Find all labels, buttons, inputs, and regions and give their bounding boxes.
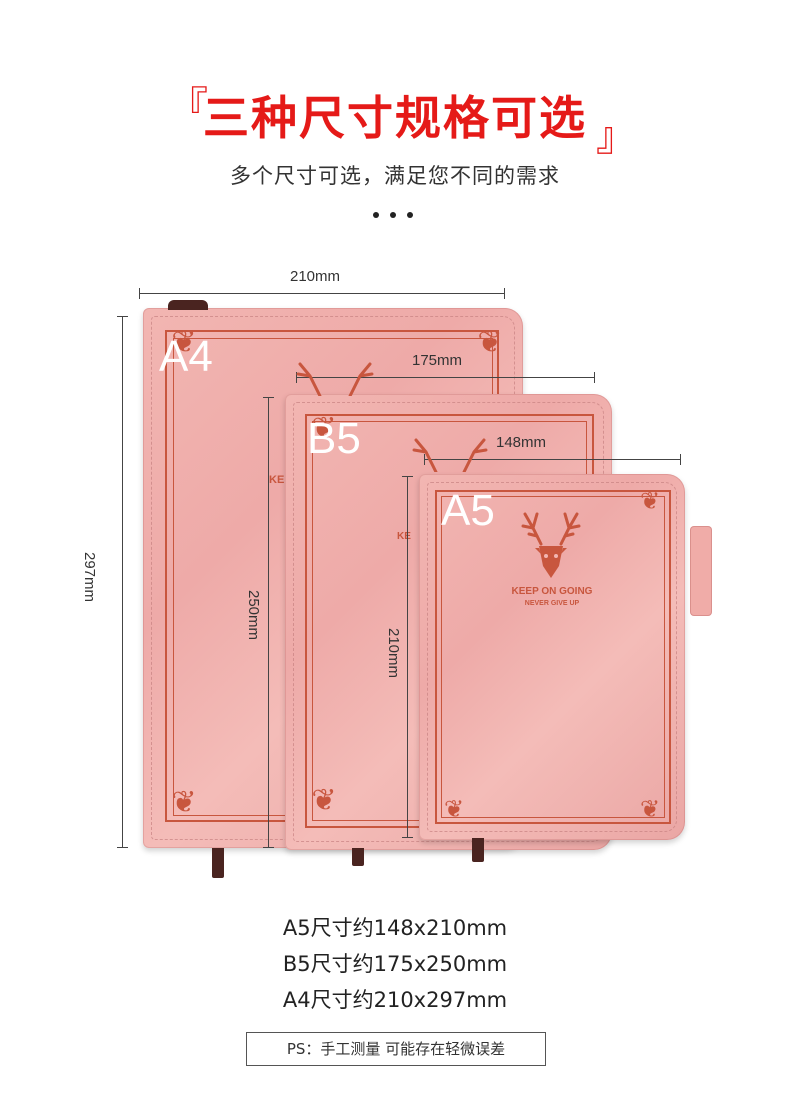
spec-a5: A5尺寸约148x210mm — [282, 916, 508, 940]
ellipsis-dots-icon — [373, 212, 417, 220]
a5-corner-ornament-icon: ❦ — [443, 795, 465, 823]
a4-bookmark-ribbon — [212, 848, 224, 878]
b5-height-line — [263, 397, 274, 848]
a5-corner-ornament-icon: ❦ — [639, 795, 661, 823]
b5-size-label: B5 — [307, 414, 361, 463]
title-bracket-left: 『 — [168, 84, 208, 130]
a5-bookmark-ribbon — [472, 838, 484, 862]
a4-width-label: 210mm — [290, 268, 341, 285]
a4-corner-ornament-icon: ❦ — [171, 785, 197, 820]
b5-width-label: 175mm — [412, 352, 463, 369]
a4-size-label: A4 — [159, 332, 213, 381]
a5-pen-strap — [690, 526, 712, 616]
b5-deer-head-icon — [296, 362, 374, 396]
a5-width-label: 148mm — [496, 434, 547, 451]
notebook-a5: ❦ ❦ ❦ KEEP ON GOING NEVER GIVE UP A5 — [419, 474, 685, 840]
title-bracket-right: 』 — [596, 114, 636, 160]
a5-size-label: A5 — [441, 486, 495, 535]
a5-cover-subtext: NEVER GIVE UP — [524, 600, 580, 607]
a5-corner-ornament-icon: ❦ — [639, 487, 661, 515]
size-specs: A5尺寸约148x210mm B5尺寸约175x250mm A4尺寸约210x2… — [0, 910, 790, 1018]
a5-cover-frame — [435, 490, 671, 824]
a5-cover-text: KEEP ON GOING — [511, 586, 593, 597]
b5-width-line — [296, 372, 595, 383]
b5-height-label: 250mm — [245, 590, 262, 641]
a4-top-ribbon — [168, 300, 208, 310]
b5-partial-cover-text: KE — [397, 531, 411, 542]
b5-bookmark-ribbon — [352, 848, 364, 866]
deer-head-icon — [521, 512, 581, 578]
a4-width-line — [139, 288, 505, 299]
title-block: 『 三种尺寸规格可选 』 — [0, 74, 790, 160]
b5-corner-ornament-icon: ❦ — [311, 411, 337, 446]
a4-corner-ornament-icon: ❦ — [477, 325, 503, 360]
a4-corner-ornament-icon: ❦ — [171, 325, 197, 360]
b5-corner-ornament-icon: ❦ — [311, 783, 337, 818]
page-subtitle: 多个尺寸可选，满足您不同的需求 — [230, 164, 560, 188]
a4-height-line — [117, 316, 128, 848]
a4-height-label: 297mm — [81, 552, 98, 603]
a5-width-line — [424, 454, 681, 465]
measurement-note: PS：手工测量 可能存在轻微误差 — [246, 1032, 546, 1066]
spec-b5: B5尺寸约175x250mm — [282, 952, 508, 976]
page-title: 三种尺寸规格可选 — [203, 91, 587, 145]
a5-peek-deer-head-icon — [412, 438, 488, 472]
a5-height-line — [402, 476, 413, 838]
a5-height-label: 210mm — [385, 628, 402, 679]
spec-a4: A4尺寸约210x297mm — [282, 988, 508, 1012]
